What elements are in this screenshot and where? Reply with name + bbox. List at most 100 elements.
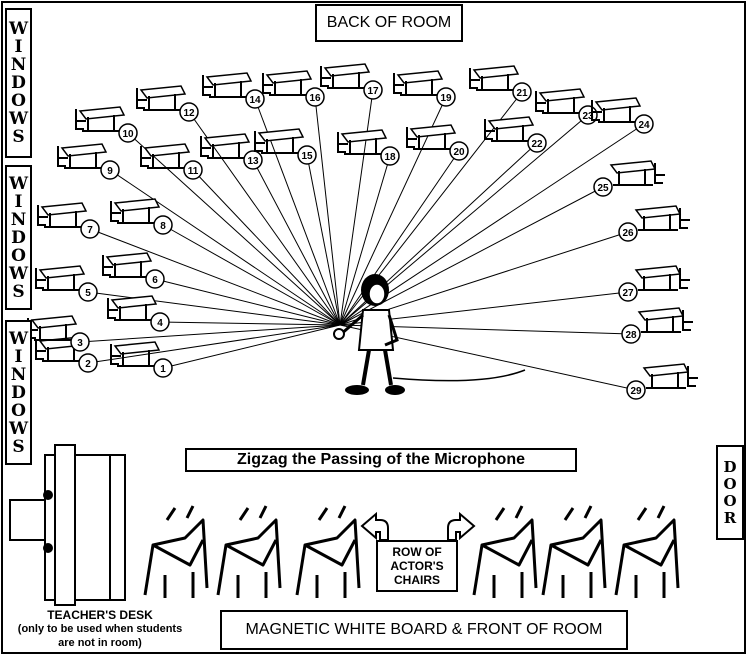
student-desk: 4: [107, 295, 170, 332]
desk-number: 19: [440, 93, 452, 104]
actor-chair: [216, 505, 282, 598]
desk-number: 5: [85, 288, 91, 299]
microphone-path-line: [154, 278, 341, 326]
student-desk: 1: [110, 341, 173, 378]
desk-number: 26: [622, 228, 634, 239]
desk-number: 13: [247, 156, 259, 167]
desk-number: 1: [160, 364, 166, 375]
student-desk: 15: [254, 128, 317, 165]
microphone-path-line: [339, 89, 374, 326]
microphone-path-lines: [79, 89, 645, 391]
student-desk: 3: [27, 315, 90, 352]
student-desk: 16: [262, 70, 325, 107]
microphone-path-line: [87, 324, 341, 364]
student-desk: 9: [57, 143, 120, 180]
microphone-path-line: [109, 169, 341, 326]
student-desk: 7: [37, 202, 100, 239]
teachers-desk-note: (only to be used when students are not i…: [17, 623, 183, 649]
desk-number: 28: [625, 330, 637, 341]
teachers-desk-title: TEACHER'S DESK: [47, 608, 153, 622]
microphone-path-line: [339, 155, 391, 326]
desk-number: 20: [453, 147, 465, 158]
diagram-title: Zigzag the Passing of the Microphone: [185, 448, 577, 472]
student-desk: 11: [140, 143, 203, 180]
student-desk: 5: [35, 265, 98, 302]
student-desk: 6: [102, 252, 165, 289]
desk-number: 27: [622, 288, 634, 299]
microphone-path-line: [339, 150, 460, 326]
desk-number: 7: [87, 225, 93, 236]
student-desk: 20: [406, 124, 469, 161]
desk-number: 11: [188, 166, 199, 177]
microphone-path-line: [252, 159, 341, 326]
student-desk: 22: [484, 116, 547, 153]
desk-number: 6: [152, 275, 158, 286]
student-desk: 21: [469, 65, 532, 102]
microphone-path-line: [79, 324, 341, 343]
desk-number: 25: [597, 183, 609, 194]
student-desk: 14: [202, 72, 265, 109]
microphone-path-line: [339, 123, 645, 326]
desk-number: 4: [157, 318, 163, 329]
desk-number: 16: [309, 93, 321, 104]
front-of-room-label: MAGNETIC WHITE BOARD & FRONT OF ROOM: [220, 610, 628, 650]
student-desk: 25: [593, 160, 665, 197]
microphone-path-line: [162, 224, 341, 326]
student-desk: 23: [535, 88, 598, 125]
desk-number: 23: [582, 111, 594, 122]
desk-number: 14: [249, 95, 261, 106]
microphone-path-line: [127, 132, 341, 326]
student-desk: 8: [110, 198, 173, 235]
student-desk: 19: [393, 70, 456, 107]
microphone-path-line: [89, 228, 341, 326]
student-desk: 26: [618, 205, 690, 242]
student-desk: 28: [621, 307, 693, 344]
actor-chairs-label: ROW OF ACTOR'S CHAIRS: [376, 540, 458, 592]
desk-number: 22: [531, 139, 543, 150]
desk-number: 2: [85, 359, 91, 370]
actor-chairs: [143, 505, 680, 598]
student-desk: 13: [200, 133, 263, 170]
student-with-microphone-figure: [333, 274, 526, 395]
teachers-desk: [9, 444, 126, 606]
student-desk: 10: [75, 106, 138, 143]
desk-number: 18: [384, 152, 396, 163]
desk-number: 15: [301, 151, 313, 162]
student-desk: 24: [591, 97, 654, 134]
desk-number: 29: [630, 386, 642, 397]
actor-chair: [472, 505, 538, 598]
actor-chair: [143, 505, 209, 598]
desk-number: 10: [122, 129, 134, 140]
desk-number: 3: [77, 338, 83, 349]
microphone-path-line: [306, 154, 341, 326]
actor-chair: [295, 505, 361, 598]
left-arrow-icon: [360, 511, 389, 541]
back-of-room-label: BACK OF ROOM: [315, 4, 463, 42]
student-desk: 27: [618, 265, 690, 302]
desk-number: 21: [516, 88, 528, 99]
microphone-path-line: [188, 111, 341, 326]
desk-number: 9: [107, 166, 113, 177]
desk-number: 17: [367, 86, 379, 97]
microphone-path-line: [192, 169, 341, 326]
desk-number: 8: [160, 221, 166, 232]
student-desk: 17: [320, 63, 383, 100]
right-arrow-icon: [447, 511, 476, 541]
microphone-path-line: [314, 96, 341, 326]
desk-number: 24: [638, 120, 650, 131]
student-desk: 12: [136, 85, 199, 122]
desk-number: 12: [183, 108, 195, 119]
actor-chair: [614, 505, 680, 598]
student-desk: 29: [626, 363, 698, 400]
microphone-path-line: [162, 324, 341, 369]
microphone-path-line: [159, 321, 341, 326]
student-desk: 18: [337, 129, 400, 166]
actor-chair: [541, 505, 607, 598]
